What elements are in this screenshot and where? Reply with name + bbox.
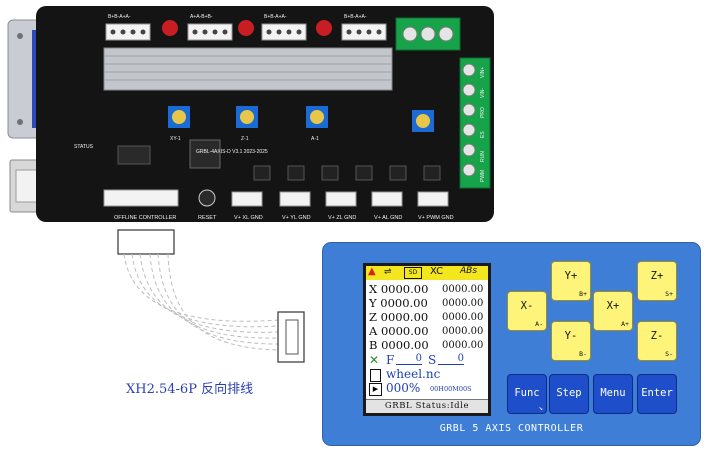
- axis-a-value: 0000.00: [442, 326, 484, 337]
- io-terminal: [459, 57, 491, 189]
- potentiometers: [168, 106, 434, 132]
- capacitors: [162, 20, 332, 36]
- enter-key[interactable]: Enter: [637, 374, 677, 414]
- progress-text: 000%: [386, 381, 421, 395]
- step-key[interactable]: Step: [549, 374, 589, 414]
- axis-x-label: X 0000.00: [369, 282, 429, 296]
- label-reset: RESET: [198, 215, 217, 221]
- func-key[interactable]: Func ↘: [507, 374, 547, 414]
- lcd-screen: ▲ ⇌ SD XC ABs X 0000.00 0000.00 Y 0000.0…: [363, 263, 491, 416]
- y-minus-key[interactable]: Y- B-: [551, 321, 591, 361]
- func-arrow-icon: ↘: [538, 404, 543, 412]
- power-terminal: [395, 17, 461, 51]
- usb-icon: ⇌: [384, 267, 392, 277]
- axis-b-label: B 0000.00: [369, 338, 429, 352]
- handheld-controller: ▲ ⇌ SD XC ABs X 0000.00 0000.00 Y 0000.0…: [322, 242, 701, 446]
- axis-header-4: B+B-A+A-: [344, 14, 367, 20]
- axis-header-1: B+B-A+A-: [108, 14, 131, 20]
- heatsink: [103, 47, 393, 91]
- label-xl: V+ XL GND: [234, 215, 263, 221]
- status-xc: XC: [430, 266, 444, 277]
- reset-button: [198, 189, 216, 207]
- axis-y-value: 0000.00: [442, 298, 484, 309]
- io-label-vin-minus: VIN-: [480, 88, 486, 98]
- axis-y-label: Y 0000.00: [369, 296, 428, 310]
- controller-title: GRBL 5 AXIS CONTROLLER: [439, 423, 584, 434]
- ribbon-cable: [117, 229, 305, 363]
- axis-header-3: B+B-A+A-: [264, 14, 287, 20]
- elapsed-time: 00H00M00S: [430, 385, 472, 393]
- axis-z-label: Z 0000.00: [369, 310, 429, 324]
- spindle-label: S: [428, 353, 437, 367]
- io-label-pro: PRO: [480, 107, 486, 118]
- label-yl: V+ YL GND: [282, 215, 311, 221]
- axis-x-value: 0000.00: [442, 284, 484, 295]
- file-name: wheel.nc: [386, 367, 441, 381]
- z-minus-key[interactable]: Z- S-: [637, 321, 677, 361]
- play-icon: ▶: [369, 383, 382, 396]
- axis-a-label: A 0000.00: [369, 324, 429, 338]
- label-offline-controller: OFFLINE CONTROLLER: [114, 215, 176, 221]
- cable-caption: XH2.54-6P 反向排线: [126, 382, 254, 397]
- axis-z-value: 0000.00: [442, 312, 484, 323]
- label-zl: V+ ZL GND: [328, 215, 356, 221]
- motor-label-a: A-1: [311, 136, 319, 142]
- motor-label-xy: XY-1: [170, 136, 181, 142]
- io-label-vin-plus: VIN+: [480, 67, 486, 78]
- axis-b-value: 0000.00: [442, 340, 484, 351]
- io-label-pwm: PWM: [480, 170, 486, 182]
- feed-value: 0: [396, 353, 422, 365]
- bottom-connectors: [103, 189, 449, 207]
- top-connectors: [105, 23, 387, 41]
- file-icon: [370, 369, 381, 382]
- feed-label: F: [386, 353, 395, 367]
- x-minus-key[interactable]: X- A-: [507, 291, 547, 331]
- sd-icon: SD: [404, 267, 422, 279]
- x-plus-key[interactable]: X+ A+: [593, 291, 633, 331]
- label-al: V+ AL GND: [374, 215, 402, 221]
- model-label: GRBL-4AXIS-D V3.1 2023-2025: [196, 149, 268, 155]
- y-plus-key[interactable]: Y+ B+: [551, 261, 591, 301]
- z-plus-key[interactable]: Z+ S+: [637, 261, 677, 301]
- motor-label-z: Z-1: [241, 136, 249, 142]
- axis-header-2: A+A-B+B-: [190, 14, 213, 20]
- status-led-label: STATUS: [74, 144, 94, 150]
- io-label-es: ES: [480, 131, 486, 138]
- spindle-value: 0: [438, 353, 464, 365]
- lcd-status-line: GRBL Status:Idle: [366, 399, 488, 413]
- tool-icon: ✕: [369, 353, 380, 367]
- status-mode: ABs: [460, 266, 478, 276]
- label-pwm: V+ PWM GND: [418, 215, 454, 221]
- lcd-status-bar: ▲ ⇌ SD XC ABs: [366, 266, 488, 280]
- warning-icon: ▲: [368, 266, 376, 277]
- controller-board: B+B-A+A- A+A-B+B- B+B-A+A- B+B-A+A- XY-1…: [7, 6, 494, 222]
- io-label-run: RUN: [480, 151, 486, 162]
- menu-key[interactable]: Menu: [593, 374, 633, 414]
